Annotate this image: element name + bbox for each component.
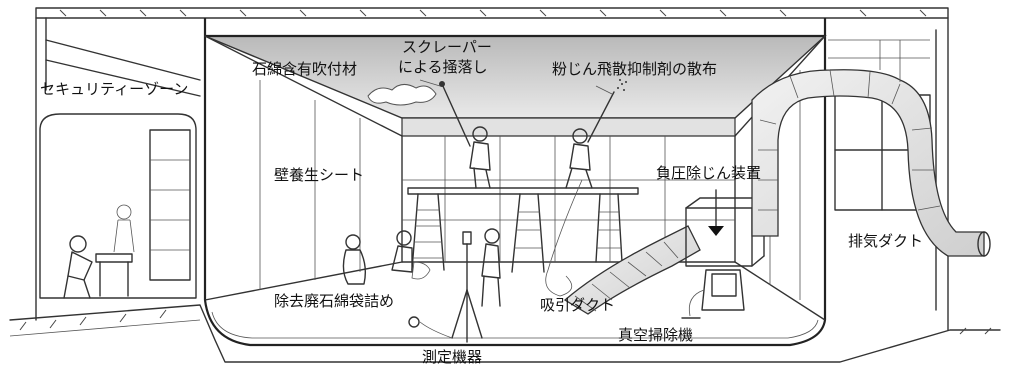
dust-cloud [367,84,437,106]
label-exhaust-duct: 排気ダクト [848,232,923,250]
label-suction-duct: 吸引ダクト [540,296,615,314]
leader-lines [419,79,613,95]
beam-hatching [59,9,927,17]
measuring-worker [481,228,501,307]
spraying-worker [545,79,627,297]
suction-duct [563,225,701,315]
label-bagging: 除去廃石綿袋詰め [274,292,394,310]
floor-hatching [19,309,992,335]
standing-person [113,204,135,253]
bagging-worker-2 [391,230,431,280]
measuring-instrument [408,231,483,343]
label-spray-material: 石綿含有吹付材 [252,60,357,78]
label-wall-sheet: 壁養生シート [274,166,364,184]
building-structure [9,7,1001,363]
security-zone [39,113,197,299]
label-security-zone: セキュリティーゾーン [40,80,188,98]
bagging-worker-1 [342,234,367,285]
scraper-worker [439,81,491,189]
vacuum-cleaner [681,269,745,319]
label-scraper-line1: スクレーパー [402,38,492,56]
label-dust-agent: 粉じん飛散抑制剤の散布 [552,60,717,78]
enclosure [203,18,827,347]
label-scraper-line2: による掻落し [398,58,488,76]
spray-particles [617,79,627,91]
label-negative-pressure: 負圧除じん装置 [656,164,761,182]
exhaust-duct [751,40,991,257]
seated-worker [63,235,133,299]
label-vacuum: 真空掃除機 [618,326,693,344]
scaffold [407,187,639,273]
label-measuring: 測定機器 [422,348,482,366]
